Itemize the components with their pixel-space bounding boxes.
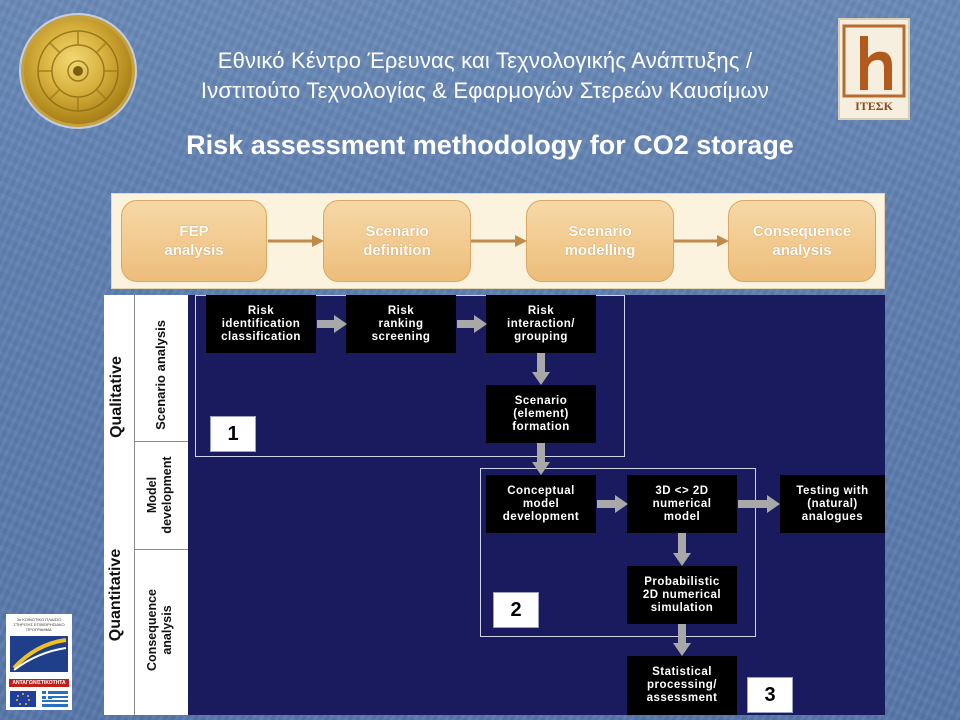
natural-analogues-box: Testing with (natural) analogues [780,475,885,533]
stage-number-1: 1 [210,416,256,452]
stage-number-3: 3 [747,677,793,713]
panel-divider [134,549,188,550]
probabilistic-simulation-box: Probabilistic 2D numerical simulation [627,566,737,624]
numerical-model-box: 3D <> 2D numerical model [627,475,737,533]
scenario-analysis-label: Scenario analysis [153,320,168,430]
quantitative-label: Quantitative [107,548,124,642]
process-step-fep: FEP analysis [121,200,267,282]
arrow-right [317,315,347,333]
arrow-down [673,533,691,566]
process-step-scenario-definition: Scenario definition [323,200,471,282]
conceptual-model-box: Conceptual model development [486,475,596,533]
process-arrow-3 [674,235,729,247]
arrow-right [738,495,780,513]
process-arrow-2 [471,235,527,247]
header-org-line-2: Ινστιτούτο Τεχνολογίας & Εφαρμογών Στερε… [200,78,770,103]
model-development-label: Model development [145,456,174,534]
sponsor-logo: 3ο ΚΟΙΝΟΤΙΚΟ ΠΛΑΙΣΙΟ ΣΤΗΡΙΞΗΣ ΕΠΙΧΕΙΡΗΣΙ… [6,614,72,710]
process-band: FEP analysis Scenario definition Scenari… [111,193,885,289]
risk-interaction-box: Risk interaction/ grouping [486,295,596,353]
flags-icon [10,691,68,707]
consequence-analysis-label: Consequence analysis [145,589,174,671]
flow-panel: Risk identification classification Risk … [188,295,885,715]
risk-identification-box: Risk identification classification [206,295,316,353]
sponsor-program-text: 3ο ΚΟΙΝΟΤΙΚΟ ΠΛΑΙΣΙΟ ΣΤΗΡΙΞΗΣ ΕΠΙΧΕΙΡΗΣΙ… [13,617,65,632]
iteSK-logo: ΙΤΕΣΚ [838,18,910,120]
panel-divider [134,441,188,442]
scenario-formation-box: Scenario (element) formation [486,385,596,443]
risk-ranking-box: Risk ranking screening [346,295,456,353]
stage-2-frame [480,468,756,637]
arrow-down [532,443,550,475]
stage-number-2: 2 [493,592,539,628]
process-step-scenario-modelling: Scenario modelling [526,200,674,282]
sponsor-bar: ΑΝΤΑΓΩΝΙΣΤΙΚΟΤΗΤΑ [9,679,69,687]
arrow-right [597,495,628,513]
slide-title: Risk assessment methodology for CO2 stor… [186,130,794,160]
arrow-down [532,353,550,385]
classification-panel: Qualitative Quantitative Scenario analys… [104,295,188,715]
statistical-processing-box: Statistical processing/ assessment [627,656,737,715]
header-org-line-1: Εθνικό Κέντρο Έρευνας και Τεχνολογικής Α… [217,48,753,73]
arrow-right [457,315,487,333]
process-step-consequence-analysis: Consequence analysis [728,200,876,282]
process-arrow-1 [268,235,324,247]
arrow-down [673,624,691,656]
logo-caption: ΙΤΕΣΚ [855,99,893,113]
qualitative-label: Qualitative [108,356,125,438]
sponsor-emblem [10,636,68,672]
methodology-diagram: Qualitative Quantitative Scenario analys… [104,295,885,715]
gold-seal-logo [24,18,132,124]
panel-divider [134,295,135,715]
